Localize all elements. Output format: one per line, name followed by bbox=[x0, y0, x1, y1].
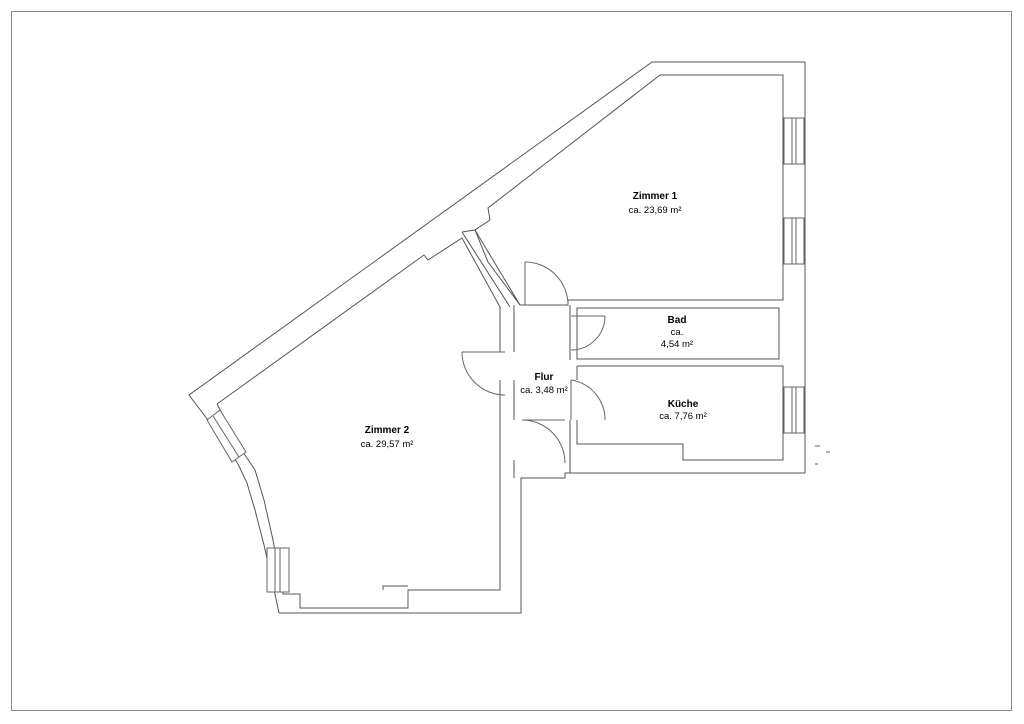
window-zimmer2-upper bbox=[206, 409, 247, 463]
zimmer1-inner-wall bbox=[474, 74, 784, 306]
kueche-room-outline bbox=[576, 365, 784, 461]
bad-area-line2: 4,54 m² bbox=[661, 339, 693, 350]
flur-name: Flur bbox=[535, 372, 554, 383]
door-zimmer1 bbox=[524, 261, 569, 306]
door-bad bbox=[570, 315, 606, 351]
partition-diagonal bbox=[461, 229, 521, 308]
sheet-border bbox=[11, 11, 1012, 711]
kueche-area: ca. 7,76 m² bbox=[659, 411, 707, 422]
zimmer2-area: ca. 29,57 m² bbox=[361, 439, 414, 450]
flur-walls bbox=[513, 305, 571, 478]
bad-area-line1: ca. bbox=[671, 327, 684, 338]
bad-name: Bad bbox=[668, 315, 687, 326]
window-zimmer1-top bbox=[783, 117, 805, 165]
door-zimmer2 bbox=[461, 351, 506, 396]
zimmer2-inner-wall bbox=[216, 237, 501, 609]
marker-ticks bbox=[815, 445, 830, 465]
zimmer1-area: ca. 23,69 m² bbox=[629, 205, 682, 216]
door-kueche bbox=[570, 379, 606, 421]
window-zimmer1-bottom bbox=[783, 217, 805, 265]
door-entrance bbox=[521, 419, 566, 464]
zimmer2-recess bbox=[382, 585, 408, 590]
outer-wall bbox=[188, 61, 806, 614]
bad-room-outline bbox=[576, 307, 780, 360]
flur-area: ca. 3,48 m² bbox=[520, 385, 568, 396]
window-zimmer2-lower bbox=[266, 547, 290, 593]
zimmer2-name: Zimmer 2 bbox=[365, 425, 410, 436]
kueche-name: Küche bbox=[668, 399, 699, 410]
window-kueche bbox=[783, 386, 805, 434]
zimmer1-name: Zimmer 1 bbox=[633, 191, 678, 202]
